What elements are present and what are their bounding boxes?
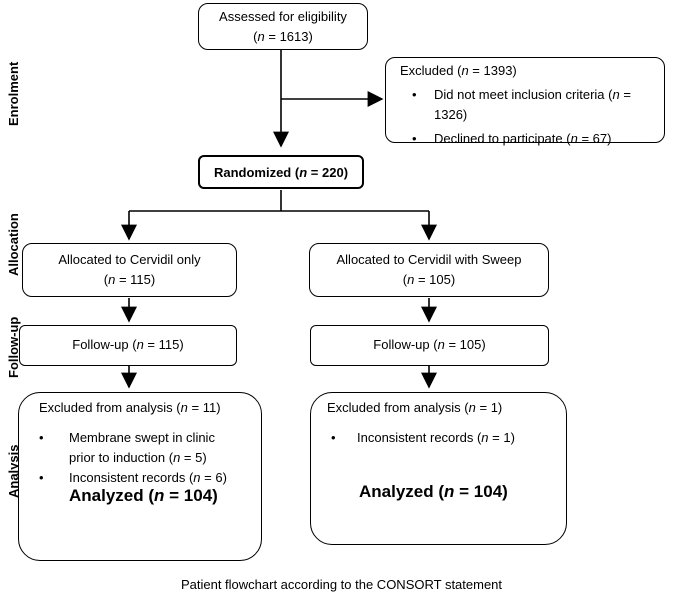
randomized-box: Randomized (n = 220): [198, 155, 364, 189]
excluded-box: Excluded (n = 1393) Did not meet inclusi…: [385, 57, 665, 149]
left-analysis-box: Excluded from analysis (n = 11) Membrane…: [18, 392, 262, 561]
stage-label-enrolment: Enrolment: [6, 61, 21, 126]
right-analysis-box: Excluded from analysis (n = 1) Inconsist…: [310, 392, 567, 545]
right-excluded-title: Excluded from analysis (n = 1): [327, 400, 503, 415]
assessed-label: Assessed for eligibility: [219, 9, 347, 24]
excluded-title: Excluded (n = 1393): [400, 63, 517, 78]
excluded-item: Did not meet inclusion criteria (n = 132…: [412, 85, 664, 125]
left-excluded-title: Excluded from analysis (n = 11): [39, 400, 221, 415]
right-followup-box: Follow-up (n = 105): [310, 325, 549, 366]
right-allocation-count: (n = 105): [402, 272, 456, 287]
stage-label-allocation: Allocation: [6, 213, 21, 276]
right-allocation-label: Allocated to Cervidil with Sweep: [336, 252, 522, 267]
right-analyzed: Analyzed (n = 104): [359, 482, 508, 501]
excluded-item: Declined to participate (n = 67): [412, 129, 664, 149]
assessed-box: Assessed for eligibility (n = 1613): [198, 3, 368, 50]
left-analyzed: Analyzed (n = 104): [69, 486, 218, 505]
figure-caption: Patient flowchart according to the CONSO…: [180, 577, 503, 592]
left-allocation-label: Allocated to Cervidil only: [58, 252, 201, 267]
assessed-count: (n = 1613): [253, 29, 313, 44]
left-allocation-box: Allocated to Cervidil only (n = 115): [22, 243, 237, 297]
left-followup-box: Follow-up (n = 115): [19, 325, 237, 366]
right-excluded-item: Inconsistent records (n = 1): [331, 428, 566, 448]
left-excluded-item: Inconsistent records (n = 6): [39, 468, 261, 488]
right-allocation-box: Allocated to Cervidil with Sweep (n = 10…: [309, 243, 549, 297]
left-excluded-item: Membrane swept in clinic prior to induct…: [39, 428, 261, 468]
left-allocation-count: (n = 115): [103, 272, 156, 287]
